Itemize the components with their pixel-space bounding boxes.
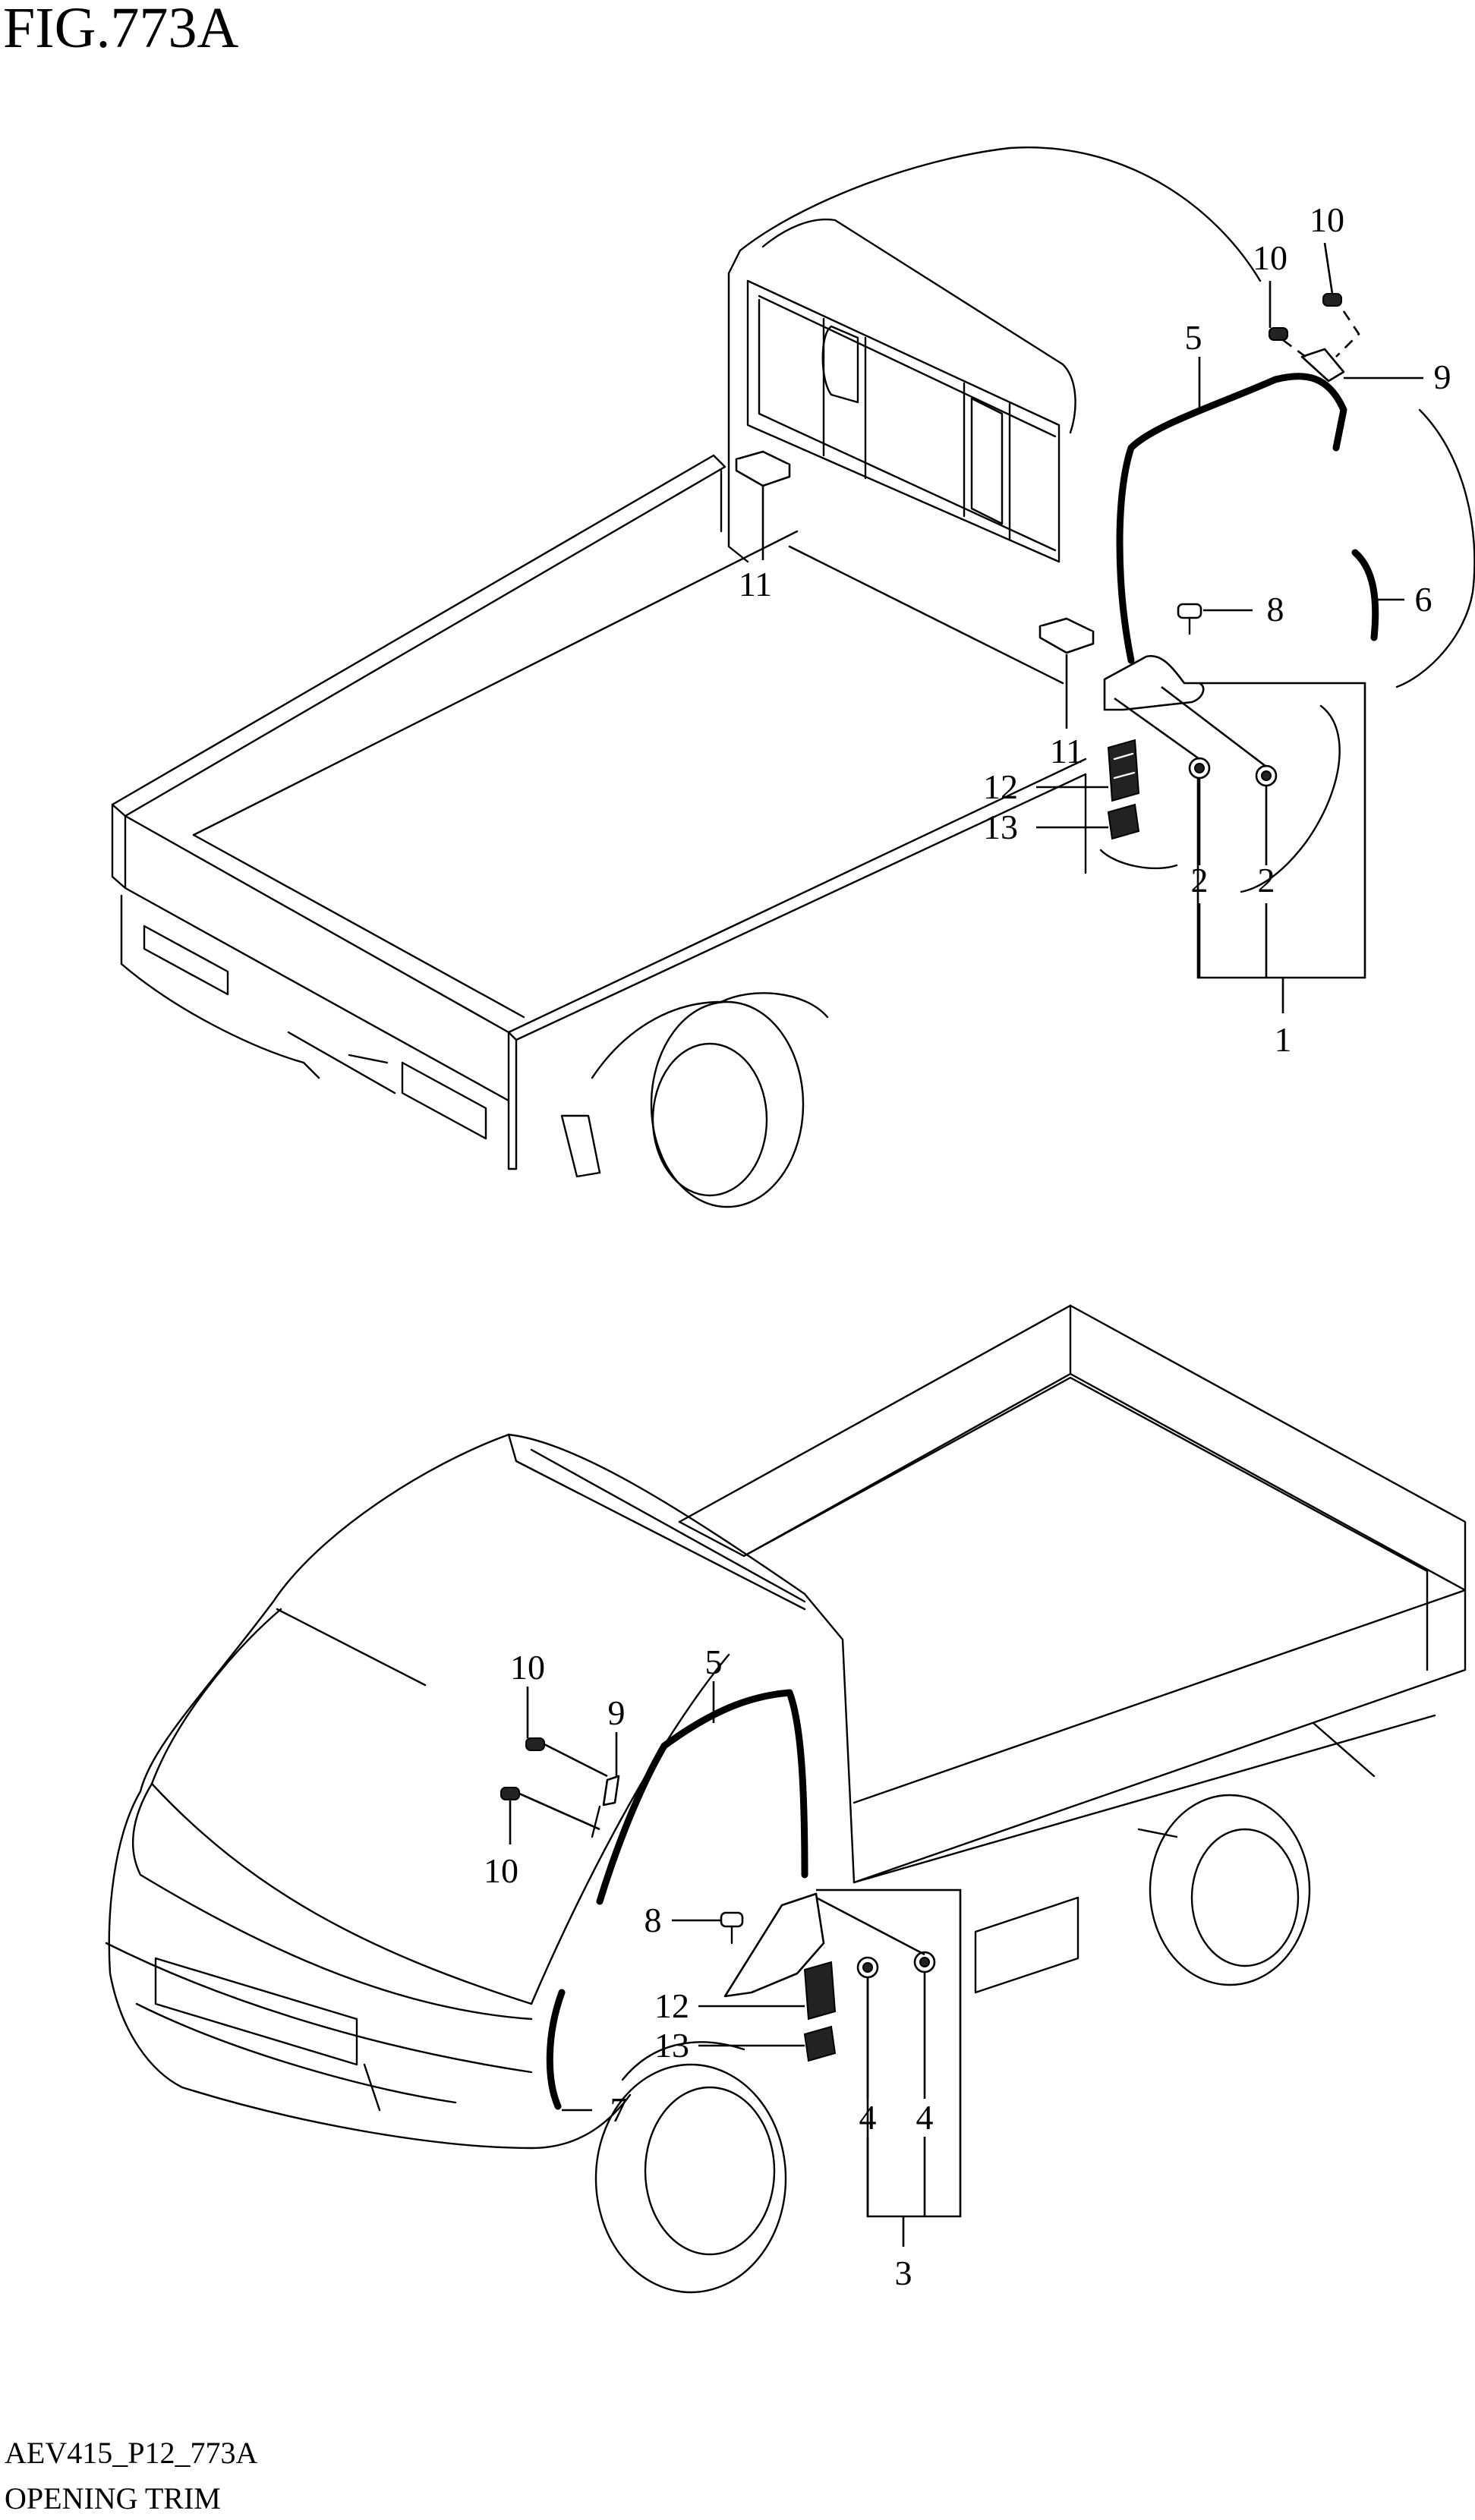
callout-lower-13: 13	[654, 2026, 689, 2065]
part-3-garnish	[723, 1892, 825, 1998]
part-5-weatherstrip	[596, 1689, 808, 1905]
footer-caption: OPENING TRIM	[5, 2481, 221, 2515]
callout-upper-5: 5	[1185, 318, 1202, 357]
part-9-bracket	[602, 1775, 620, 1807]
part-7-trim	[546, 1989, 566, 2110]
upper-cab-outline	[727, 146, 1475, 893]
part-8-clip	[1177, 603, 1202, 635]
lower-cab-outline	[105, 1433, 1436, 2150]
callout-lower-8: 8	[645, 1901, 662, 1939]
callout-upper-11b: 11	[1050, 732, 1083, 770]
leader-10a-tail	[544, 1743, 608, 1778]
part-11-bumper-a	[735, 450, 791, 487]
callout-upper-1: 1	[1275, 1020, 1292, 1059]
part-10-bolt-a	[525, 1737, 545, 1751]
callout-lower-10a: 10	[510, 1648, 545, 1687]
part-2-screw-b	[1255, 764, 1278, 787]
lower-rear-wheel	[1137, 1721, 1376, 1986]
leader-10b-tail	[518, 1792, 600, 1831]
lower-truck-bed	[678, 1304, 1467, 1994]
part-2-screw-a	[1188, 757, 1211, 780]
part-11-bumper-b	[1038, 617, 1095, 654]
part-10-bolt-b	[1322, 293, 1342, 307]
upper-view: 1 2 2 5 6 8 9 10 10 11 11 12 13	[111, 146, 1475, 1208]
callout-upper-11a: 11	[739, 565, 772, 603]
callout-upper-12: 12	[983, 767, 1018, 806]
callout-upper-8: 8	[1267, 590, 1284, 628]
part-4-screw-b	[913, 1951, 936, 1973]
lower-front-wheel	[594, 2041, 787, 2294]
leader-10b	[1323, 242, 1334, 295]
callout-lower-9: 9	[608, 1693, 626, 1732]
upper-truck-bed	[111, 454, 1087, 1170]
callout-upper-2a: 2	[1191, 861, 1209, 899]
callout-lower-5: 5	[705, 1643, 723, 1681]
part-10-bolt-a	[1269, 327, 1288, 341]
callout-upper-10b: 10	[1310, 200, 1344, 239]
figure-title: FIG.773A	[3, 0, 238, 60]
callout-lower-12: 12	[654, 1986, 689, 2025]
callout-upper-13: 13	[983, 808, 1018, 846]
callout-upper-6: 6	[1415, 580, 1432, 619]
part-8-clip	[720, 1911, 744, 1945]
leader-screw-line	[815, 1896, 925, 1956]
leader-1-box	[1196, 682, 1366, 979]
part-5-weatherstrip	[1116, 373, 1347, 664]
callout-lower-10b: 10	[484, 1851, 518, 1890]
leader-screw-line-b	[1161, 685, 1267, 768]
part-13-retainer	[1107, 803, 1140, 840]
callout-lower-4b: 4	[916, 2098, 934, 2137]
callout-lower-7: 7	[610, 2090, 628, 2129]
part-13-retainer	[803, 2025, 837, 2062]
callout-lower-3: 3	[895, 2254, 912, 2292]
footer-code: AEV415_P12_773A	[5, 2436, 257, 2470]
callout-lower-4a: 4	[859, 2098, 877, 2137]
leader-screw-line-a	[1114, 697, 1200, 761]
upper-rear-wheel	[560, 1000, 805, 1208]
part-12-retainer	[1107, 739, 1140, 802]
lower-view: 3 4 4 5 7 8 9 10 10 12 13	[105, 1304, 1467, 2294]
callout-upper-2b: 2	[1258, 861, 1275, 899]
part-10-bolt-b	[500, 1787, 520, 1800]
leader-dashed-10-9	[1282, 310, 1360, 358]
part-12-retainer	[803, 1961, 837, 2021]
callout-upper-9: 9	[1434, 358, 1451, 396]
callout-upper-10a: 10	[1253, 238, 1287, 277]
leader-3-box	[816, 1888, 962, 2218]
part-9-bracket	[1300, 348, 1345, 383]
part-6-trim	[1351, 549, 1379, 641]
part-4-screw-a	[856, 1956, 879, 1979]
upper-garnish-lower	[1099, 849, 1178, 870]
